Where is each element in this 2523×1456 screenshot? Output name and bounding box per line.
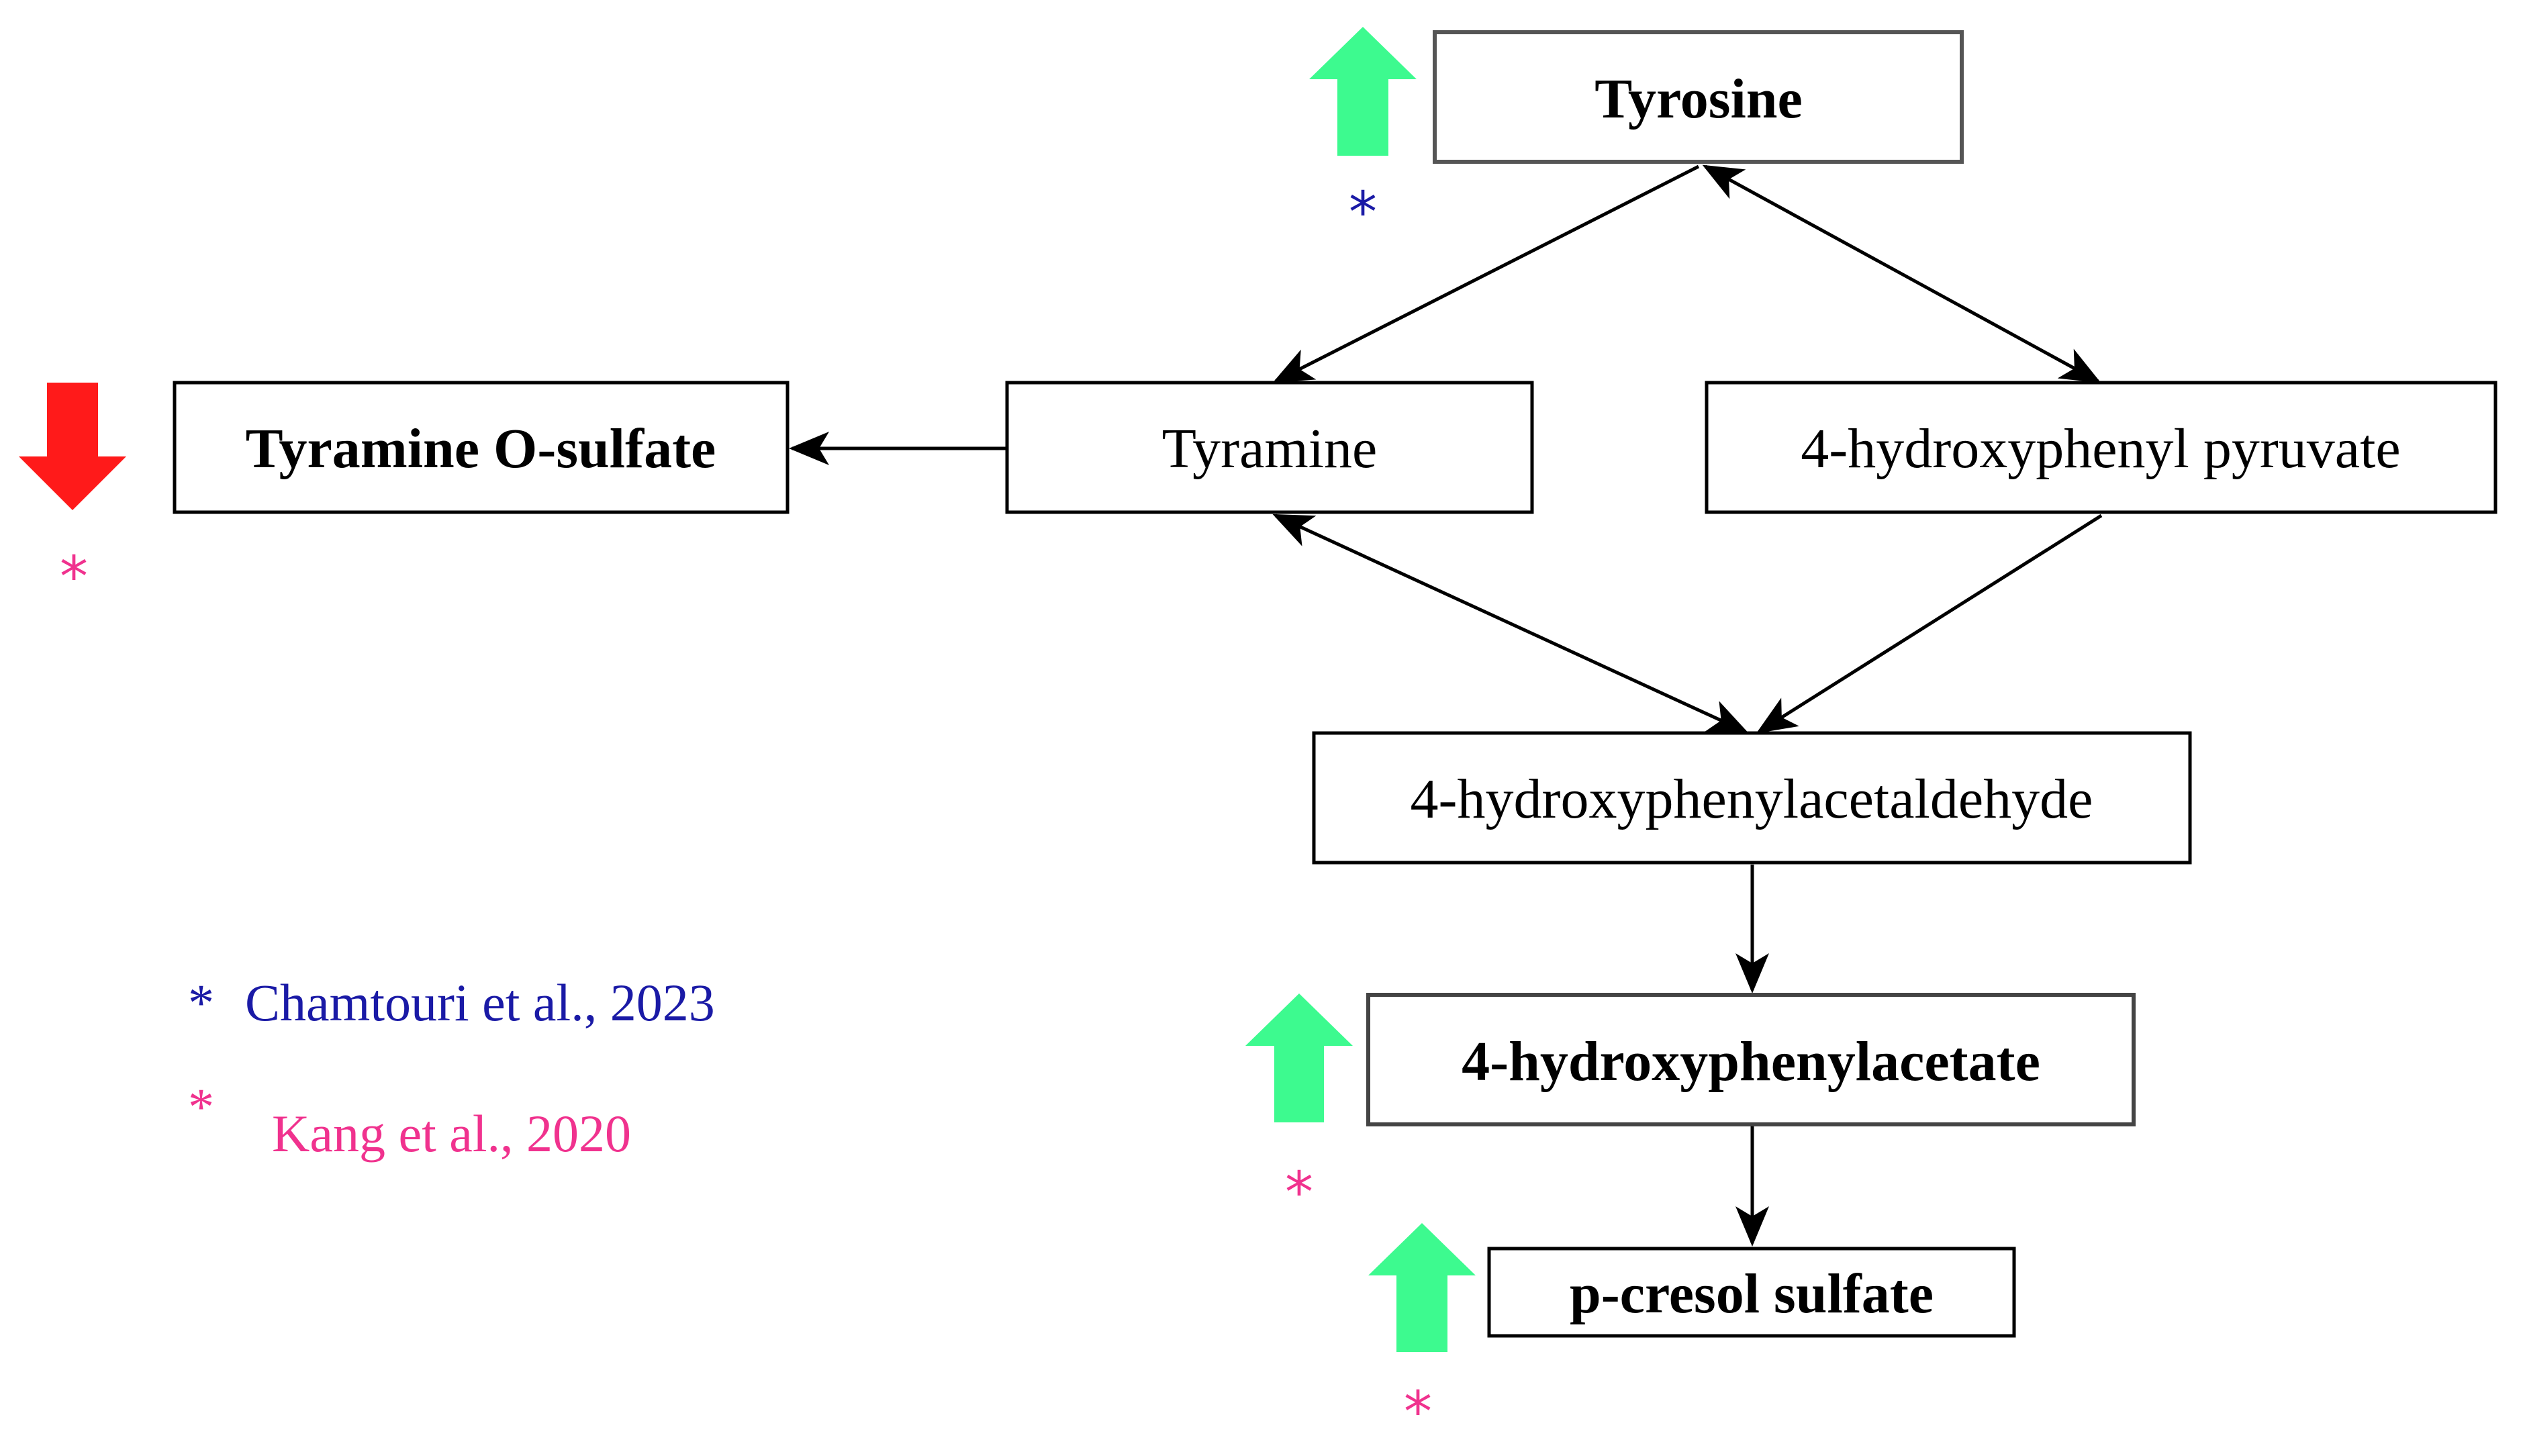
reference-star-kang: *	[60, 544, 88, 610]
edge-tyrosine-to-tyramine	[1272, 164, 1700, 383]
legend: * Chamtouri et al., 2023 * Kang et al., …	[188, 973, 715, 1163]
legend-item-chamtouri: Chamtouri et al., 2023	[245, 973, 715, 1032]
node-tyrosine: Tyrosine	[1433, 30, 1964, 164]
node-label: p-cresol sulfate	[1570, 1263, 1934, 1325]
node-label: 4-hydroxyphenylacetaldehyde	[1411, 768, 2093, 830]
node-label: 4-hydroxyphenyl pyruvate	[1801, 418, 2400, 480]
node-label: Tyramine	[1162, 418, 1378, 480]
reference-star-kang: *	[1404, 1379, 1432, 1445]
increase-arrow-icon	[1368, 1223, 1476, 1352]
edge-tyrosine-hydroxyphenyl-pyruvate	[1702, 164, 2101, 383]
decrease-arrow-icon	[19, 383, 126, 510]
node-tyramine-o-sulfate: Tyramine O-sulfate	[173, 381, 790, 514]
node-4-hydroxyphenylacetate: 4-hydroxyphenylacetate	[1366, 993, 2136, 1126]
node-4-hydroxyphenyl-pyruvate: 4-hydroxyphenyl pyruvate	[1705, 381, 2497, 514]
legend-item-kang: Kang et al., 2020	[272, 1104, 631, 1163]
node-p-cresol-sulfate: p-cresol sulfate	[1487, 1247, 2016, 1338]
increase-arrow-icon	[1245, 993, 1353, 1122]
node-4-hydroxyphenylacetaldehyde: 4-hydroxyphenylacetaldehyde	[1312, 731, 2192, 865]
increase-arrow-icon	[1309, 27, 1417, 156]
reference-star-chamtouri: *	[1349, 179, 1377, 245]
node-label: Tyramine O-sulfate	[246, 418, 716, 480]
edges	[789, 164, 2103, 1247]
edge-pyruvate-to-acetaldehyde	[1756, 514, 2103, 734]
node-label: 4-hydroxyphenylacetate	[1462, 1030, 2040, 1093]
reference-star-kang: *	[1285, 1159, 1313, 1225]
node-tyramine: Tyramine	[1005, 381, 1534, 514]
legend-symbol-chamtouri: *	[188, 973, 214, 1032]
legend-symbol-kang: *	[188, 1077, 214, 1136]
edge-tyramine-hydroxyphenylacetaldehyde	[1272, 514, 1749, 734]
node-label: Tyrosine	[1594, 68, 1803, 130]
